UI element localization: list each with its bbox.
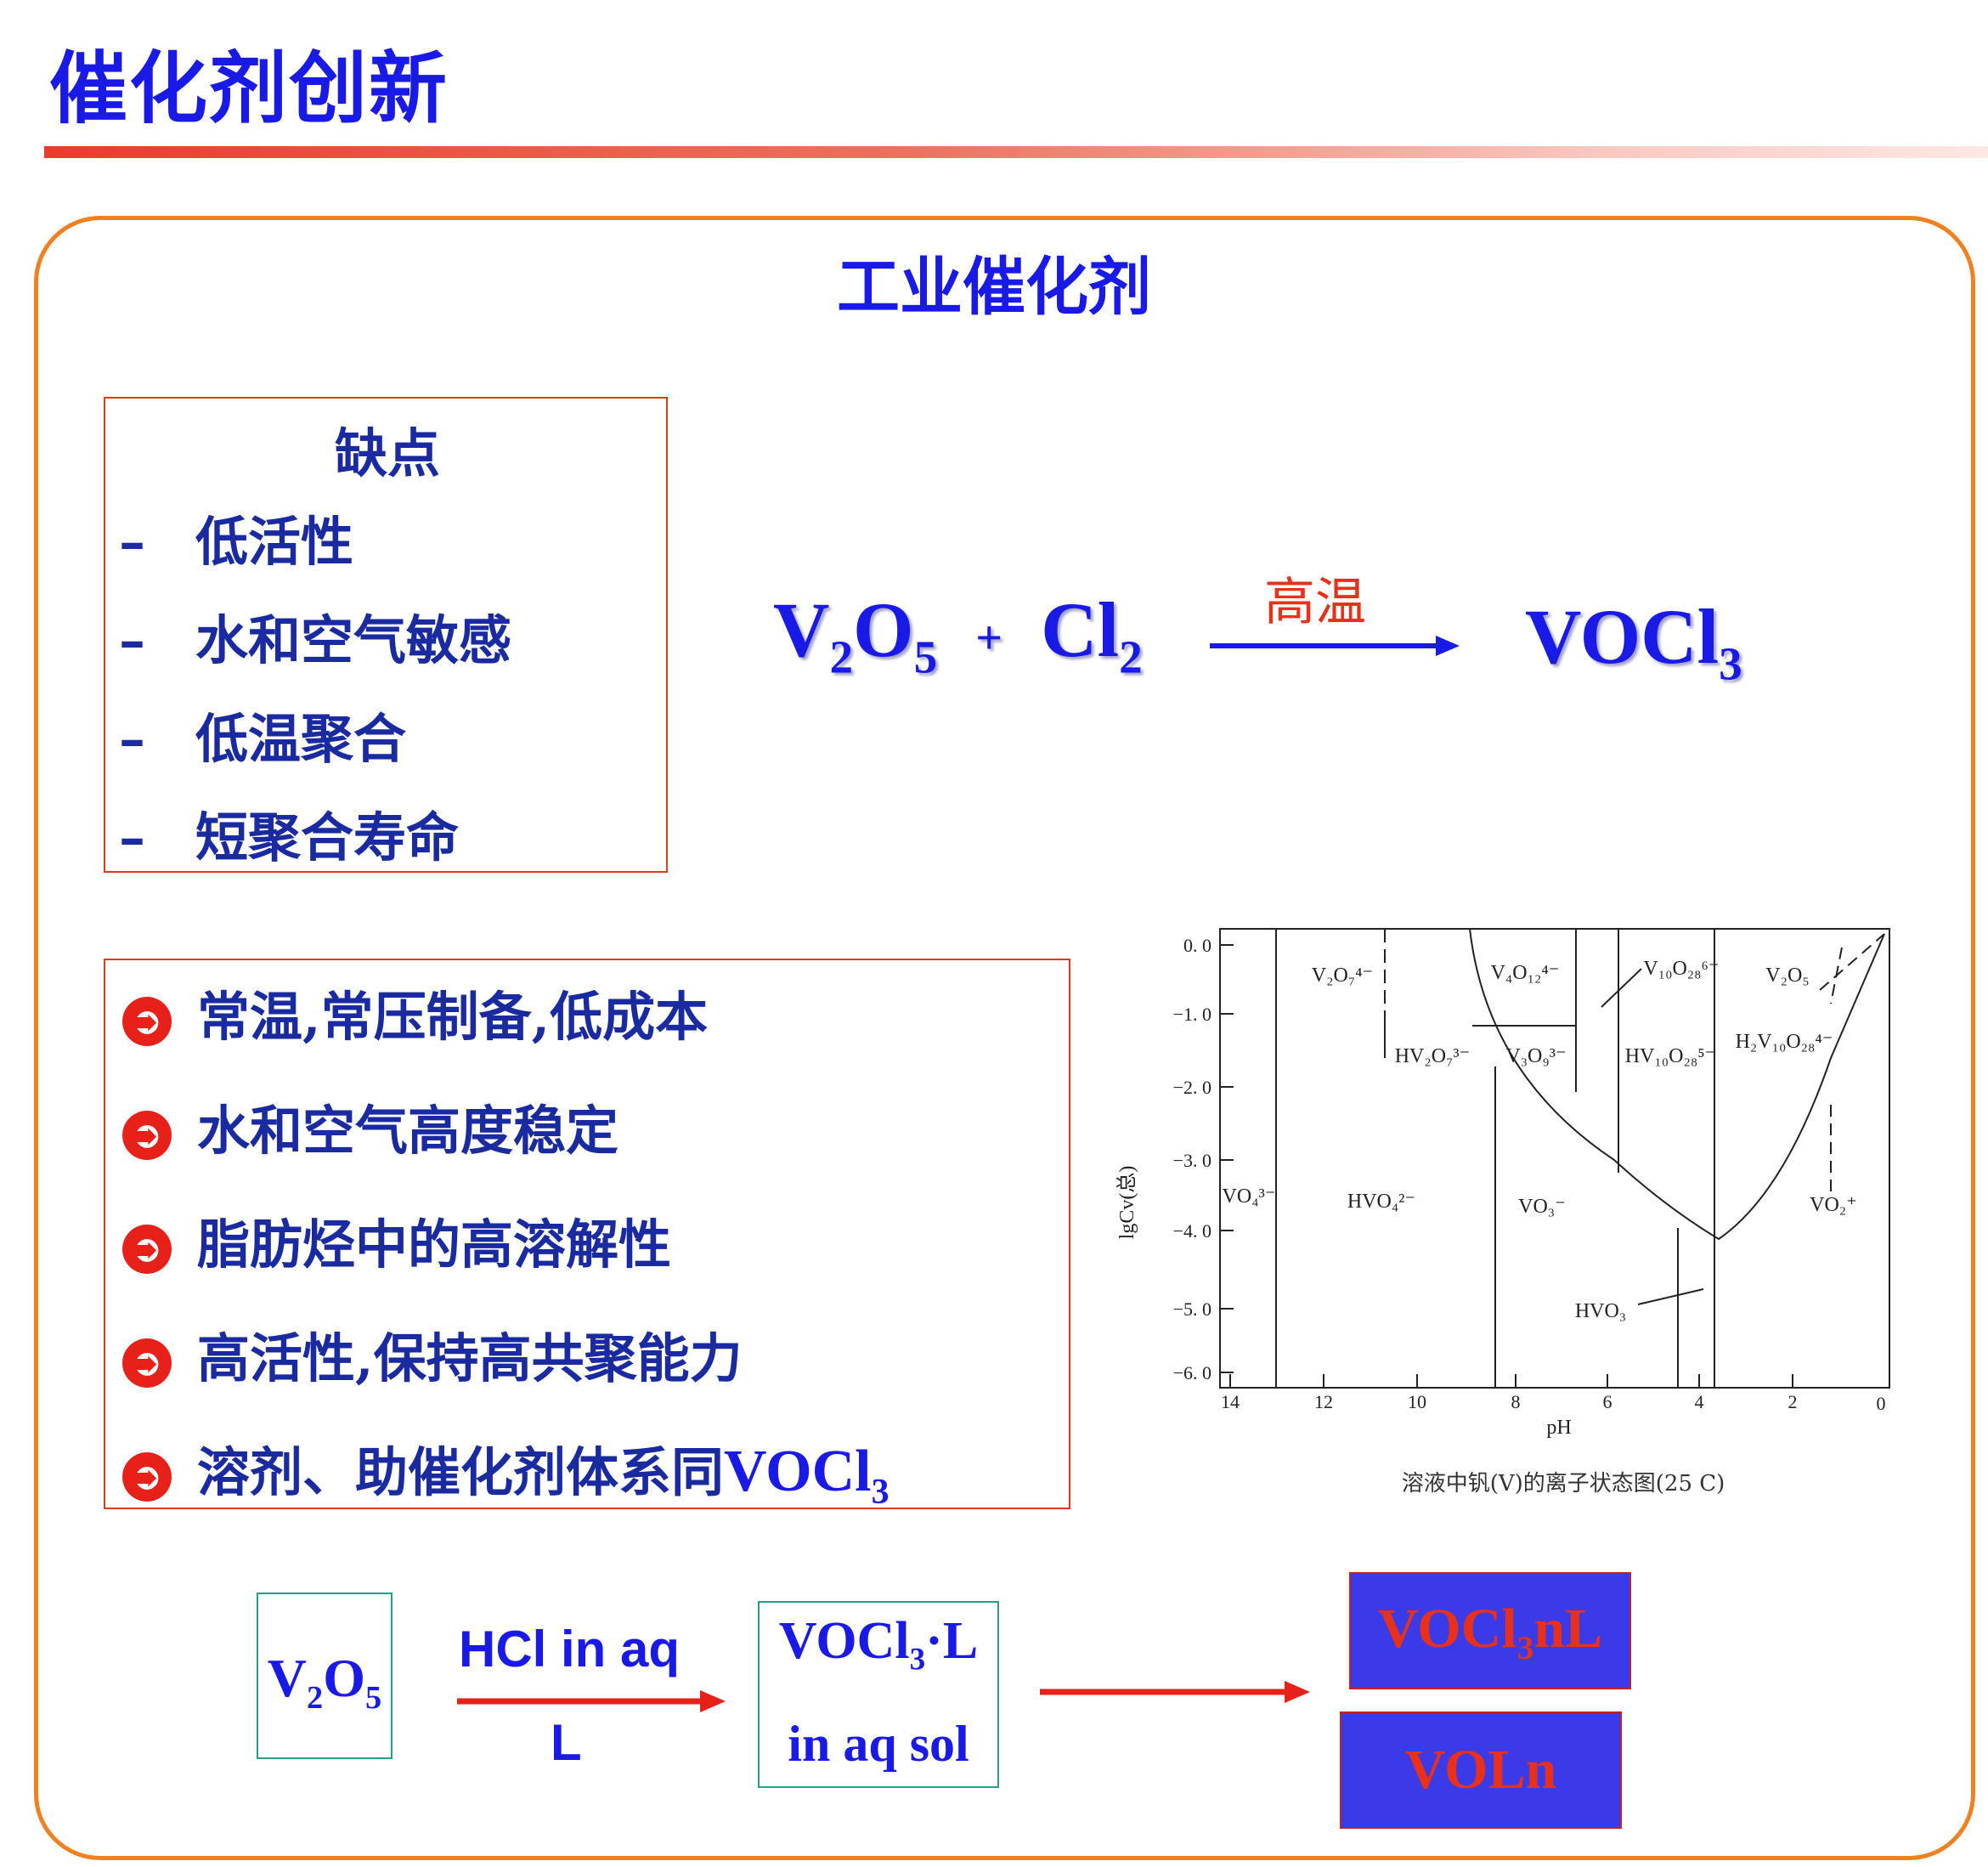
panel-subtitle: 工业催化剂 (837, 251, 1151, 324)
equation-reactants: V2O5 + Cl2 (773, 586, 1143, 683)
defects-box: 缺点 –低活性 –水和空气敏感 –低温聚合 –短聚合寿命 (104, 397, 668, 873)
x-ticks (1229, 1374, 1793, 1388)
y-tick-label: 0. 0 (1183, 935, 1211, 956)
plot-frame (1219, 928, 1890, 1389)
defect-item: –低活性 (119, 511, 354, 573)
arrow-bullet-icon: ➲ (122, 997, 172, 1046)
reagent-top-label: HCl in aq (459, 1621, 681, 1677)
defect-item: –水和空气敏感 (119, 609, 512, 671)
start-material-box (257, 1593, 393, 1759)
route-arrow-1 (457, 1690, 726, 1712)
advantage-item: ➲溶剂、助催化剂体系同VOCl3 (122, 1429, 890, 1513)
product-box-2: VOLn (1340, 1711, 1622, 1829)
y-tick-label: −1. 0 (1173, 1004, 1211, 1025)
region-label: V₃O₉³⁻ (1505, 1045, 1566, 1067)
region-label: V₁₀O₂₈⁶⁻ (1643, 958, 1719, 980)
y-axis-label: lgCv(总) (1115, 1166, 1138, 1240)
reagent-bottom-label: L (551, 1714, 582, 1771)
region-label: V₄O₁₂⁴⁻ (1491, 962, 1560, 984)
advantage-item: ➲常温,常压制备,低成本 (122, 974, 708, 1050)
arrow-bullet-icon: ➲ (122, 1452, 172, 1502)
advantage-item: ➲高活性,保持高共聚能力 (122, 1315, 743, 1392)
region-boundaries (1275, 928, 1885, 1388)
region-label: VO₃⁻ (1518, 1196, 1566, 1218)
vanadium-speciation-diagram: 0. 0 −1. 0 −2. 0 −3. 0 −4. 0 −5. 0 −6. 0… (1115, 928, 1890, 1439)
y-tick-label: −5. 0 (1173, 1298, 1211, 1320)
reaction-condition: 高温 (1264, 573, 1366, 632)
region-label: VO₄³⁻ (1223, 1185, 1276, 1208)
region-label: V₂O₅ (1765, 965, 1809, 987)
x-axis-label: pH (1546, 1417, 1571, 1439)
region-label: HVO₃ (1575, 1300, 1626, 1322)
region-label: H₂V₁₀O₂₈⁴⁻ (1736, 1031, 1833, 1053)
defect-item: –低温聚合 (119, 708, 407, 770)
intermediate-line-2: in aq sol (788, 1716, 969, 1772)
y-ticks (1220, 944, 1234, 1373)
x-tick-label: 10 (1408, 1391, 1426, 1412)
dash-icon: – (119, 511, 145, 573)
content-panel (34, 216, 1975, 1860)
product-box-1: VOCl3nL (1349, 1572, 1631, 1689)
region-label: V₂O₇⁴⁻ (1312, 965, 1373, 987)
dash-icon: – (119, 609, 145, 671)
arrow-bullet-icon: ➲ (122, 1111, 172, 1160)
x-tick-label: 2 (1788, 1391, 1798, 1412)
intermediate-box (758, 1601, 999, 1788)
equation-product: VOCl3 (1525, 593, 1742, 690)
arrow-bullet-icon: ➲ (122, 1225, 172, 1274)
dash-icon: – (119, 708, 145, 770)
region-label: HVO₄²⁻ (1347, 1191, 1415, 1213)
x-tick-label: 8 (1511, 1391, 1521, 1412)
x-tick-label: 6 (1603, 1391, 1612, 1412)
intermediate-line-1: VOCl3·L (778, 1612, 979, 1677)
y-tick-label: −4. 0 (1173, 1220, 1211, 1242)
region-label: VO₂⁺ (1810, 1194, 1857, 1216)
dash-icon: – (119, 806, 145, 868)
x-tick-label: 12 (1314, 1391, 1333, 1412)
advantages-box: ➲常温,常压制备,低成本 ➲水和空气高度稳定 ➲脂肪烃中的高溶解性 ➲高活性,保… (104, 959, 1070, 1512)
arrow-bullet-icon: ➲ (122, 1338, 172, 1388)
diagram-caption: 溶液中钒(Ⅴ)的离子状态图(25 C) (1401, 1471, 1725, 1496)
x-tick-label: 0 (1877, 1393, 1886, 1414)
x-tick-label: 4 (1695, 1391, 1704, 1412)
defects-heading: 缺点 (334, 422, 440, 484)
y-tick-label: −6. 0 (1173, 1362, 1211, 1383)
region-label: HV₁₀O₂₈⁵⁻ (1625, 1045, 1716, 1067)
reaction-arrow (1210, 636, 1460, 656)
page-title: 催化剂创新 (49, 43, 449, 134)
x-tick-label: 14 (1221, 1391, 1240, 1412)
region-label: HV₂O₇³⁻ (1395, 1045, 1471, 1067)
y-tick-label: −2. 0 (1173, 1077, 1211, 1098)
advantage-item: ➲脂肪烃中的高溶解性 (122, 1202, 671, 1278)
start-material-label: V2O5 (267, 1648, 382, 1716)
advantage-item: ➲水和空气高度稳定 (122, 1088, 618, 1164)
title-underline (44, 146, 1988, 158)
defect-item: –短聚合寿命 (119, 806, 460, 868)
y-tick-label: −3. 0 (1173, 1150, 1211, 1171)
route-arrow-2 (1040, 1681, 1310, 1703)
